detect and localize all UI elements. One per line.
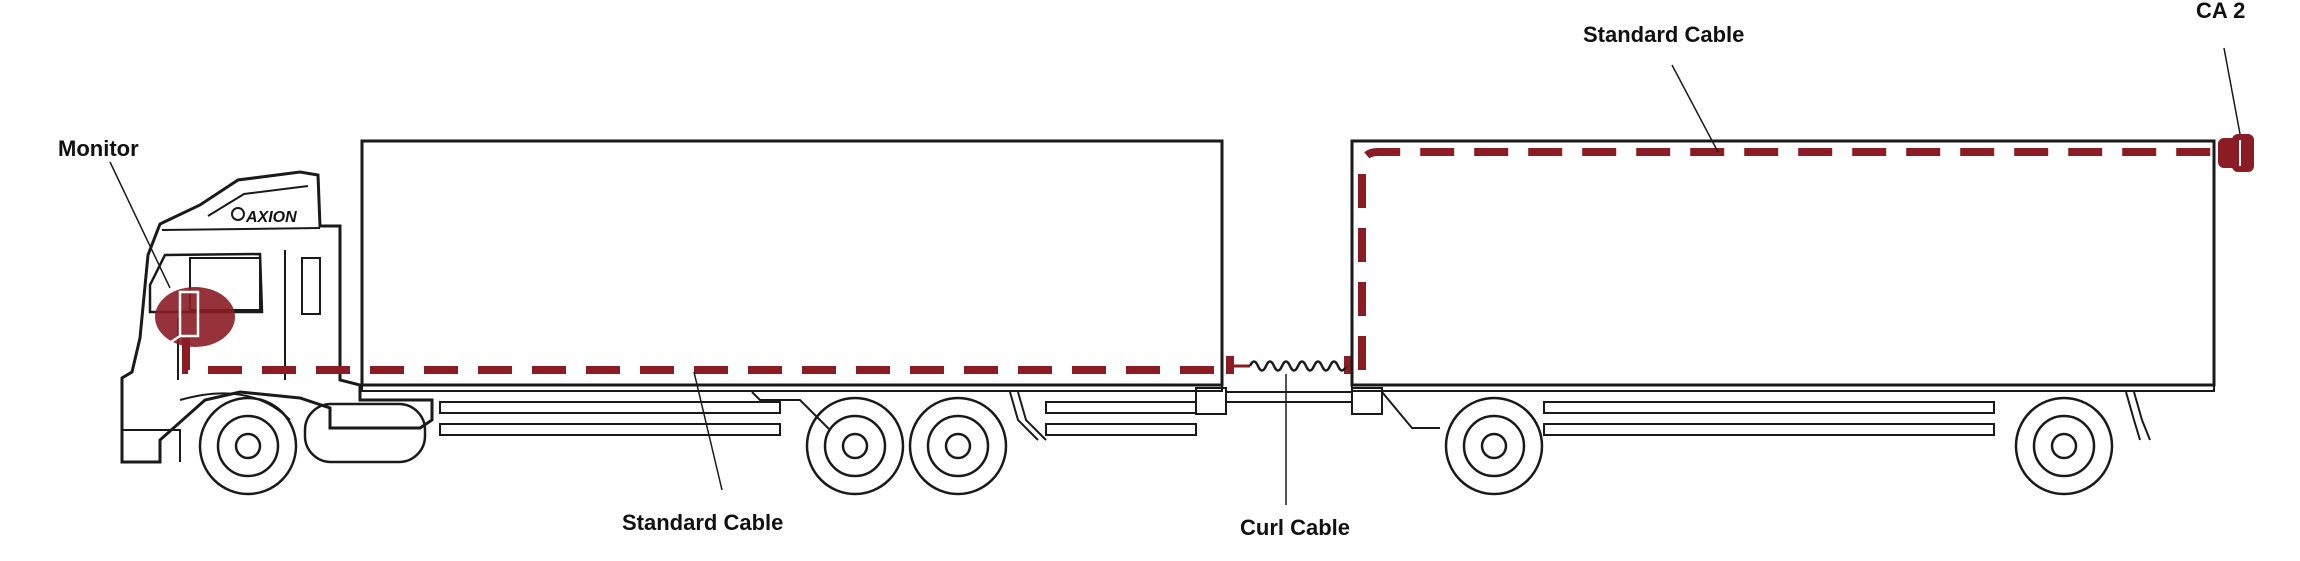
wheel-truck-rear-1 <box>805 396 905 496</box>
wheels <box>198 396 2114 496</box>
coupling <box>1226 356 1352 403</box>
standard-cable-trailer-label: Standard Cable <box>1583 22 1744 47</box>
camera-icon <box>2218 134 2254 172</box>
axion-logo-icon <box>231 207 245 221</box>
curl-cable-label: Curl Cable <box>1240 515 1350 540</box>
trailer-box <box>1350 139 2216 441</box>
wheel-trailer-front <box>1444 396 1544 496</box>
standard-cable-trailer-leader <box>1671 64 1719 153</box>
standard-cable-truck-label: Standard Cable <box>622 510 783 535</box>
ca2-label: CA 2 <box>2196 0 2245 23</box>
truck-standard-cable <box>182 338 1222 374</box>
monitor-label: Monitor <box>58 136 139 161</box>
truck-box <box>360 139 1227 441</box>
ca2-leader <box>2223 47 2241 135</box>
trailer-standard-cable <box>1358 148 2214 370</box>
leader-lines <box>109 47 2241 505</box>
cable-runs <box>182 148 2214 374</box>
wheel-front <box>198 396 298 496</box>
monitor-leader <box>109 161 171 289</box>
cab-logo: AXION <box>231 207 297 226</box>
standard-cable-truck-leader <box>693 371 723 491</box>
cab-logo-text: AXION <box>245 209 297 226</box>
wheel-trailer-rear <box>2014 396 2114 496</box>
monitor-icon <box>155 287 235 348</box>
curl-cable <box>1234 360 1348 372</box>
wheel-truck-rear-2 <box>908 396 1008 496</box>
